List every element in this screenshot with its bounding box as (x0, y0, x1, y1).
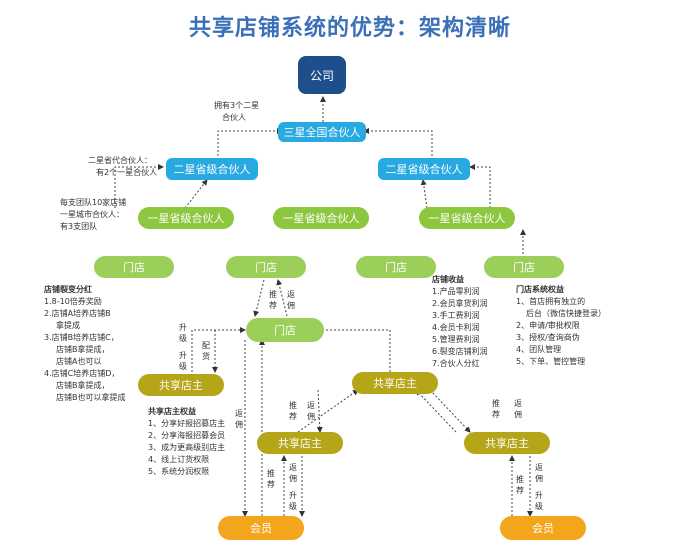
label-rebate: 返佣 (514, 399, 522, 419)
three-star-note: 拥有3个二星 合伙人 (214, 100, 259, 124)
note-heading: 共享店主权益 (148, 407, 196, 416)
note-line: 二星省代合伙人： (88, 156, 152, 165)
note-heading: 门店系统权益 (516, 285, 564, 294)
label-rebate: 返佣 (235, 409, 243, 429)
label-upgrade: 升级 (179, 323, 187, 343)
note-line: 3、授权/查询商伪 (516, 333, 580, 342)
store-node-3: 门店 (356, 256, 436, 278)
one-star-partner-right-node: 一星省级合伙人 (419, 207, 515, 229)
label-recommend: 推荐 (516, 475, 524, 495)
note-line: 2.会员拿货利润 (432, 299, 488, 308)
share-owner-lower-mid-node: 共享店主 (257, 432, 343, 454)
note-line: 店铺B拿提成， (56, 381, 110, 390)
note-line: 一星城市合伙人： (60, 210, 124, 219)
note-line: 有3支团队 (60, 222, 98, 231)
label-recommend: 推荐 (289, 401, 297, 421)
note-line: 5、下单、管控管理 (516, 357, 586, 366)
note-line: 店铺B也可以拿提成 (56, 393, 126, 402)
store-income-note: 店铺收益 1.产品零利润 2.会员拿货利润 3.手工费利润 4.会员卡利润 5.… (432, 274, 488, 370)
label-rebate: 返佣 (535, 463, 543, 483)
label-deliver: 配货 (202, 341, 210, 361)
member-right-node: 会员 (500, 516, 586, 540)
share-owner-center-node: 共享店主 (352, 372, 438, 394)
note-line: 1、分享好报招募店主 (148, 419, 226, 428)
note-line: 3.手工费利润 (432, 311, 480, 320)
label-rebate: 返佣 (307, 401, 315, 421)
label-recommend: 推荐 (267, 469, 275, 489)
label-upgrade: 升级 (535, 491, 543, 511)
note-heading: 店铺裂变分红 (44, 285, 92, 294)
note-line: 后台（微信快捷登录） (526, 309, 606, 318)
label-recommend: 推荐 (269, 290, 277, 310)
share-owner-left-node: 共享店主 (138, 374, 224, 396)
two-star-note: 二星省代合伙人： 有2个一星合伙人 (88, 155, 157, 179)
one-star-note: 每支团队10家店铺 一星城市合伙人： 有3支团队 (60, 197, 126, 233)
label-upgrade: 升级 (289, 491, 297, 511)
note-line: 每支团队10家店铺 (60, 198, 127, 207)
note-line: 拥有3个二星 (214, 101, 260, 110)
note-line: 合伙人 (222, 113, 246, 122)
note-line: 有2个一星合伙人 (96, 168, 158, 177)
note-line: 4、线上订货权限 (148, 455, 210, 464)
label-recommend: 推荐 (492, 399, 500, 419)
note-line: 店铺B拿提成， (56, 345, 110, 354)
label-rebate: 返佣 (289, 463, 297, 483)
store-node-4: 门店 (484, 256, 564, 278)
two-star-partner-right-node: 二星省级合伙人 (378, 158, 470, 180)
note-line: 1.8-10倍券奖励 (44, 297, 102, 306)
note-line: 5.管理费利润 (432, 335, 480, 344)
store-fission-note: 店铺裂变分红 1.8-10倍券奖励 2.店铺A培养店铺B 拿提成 3.店铺B培养… (44, 284, 126, 404)
store-node-2: 门店 (226, 256, 306, 278)
note-line: 6.裂变店铺利润 (432, 347, 488, 356)
store-node-1: 门店 (94, 256, 174, 278)
note-line: 7.合伙人分红 (432, 359, 480, 368)
share-owner-lower-right-node: 共享店主 (464, 432, 550, 454)
note-line: 3.店铺B培养店铺C， (44, 333, 119, 342)
note-line: 2、申请/审批权限 (516, 321, 580, 330)
note-line: 4.店铺C培养店铺D， (44, 369, 120, 378)
note-line: 3、成为更高级别店主 (148, 443, 226, 452)
note-line: 4.会员卡利润 (432, 323, 480, 332)
three-star-partner-node: 三星全国合伙人 (278, 122, 366, 142)
one-star-partner-mid-node: 一星省级合伙人 (273, 207, 369, 229)
one-star-partner-left-node: 一星省级合伙人 (138, 207, 234, 229)
page-title: 共享店铺系统的优势：架构清晰 (188, 16, 511, 41)
note-line: 2、分享海报招募会员 (148, 431, 226, 440)
label-rebate: 返佣 (287, 290, 295, 310)
two-star-partner-left-node: 二星省级合伙人 (166, 158, 258, 180)
note-line: 1、首店拥有独立的 (516, 297, 586, 306)
member-left-node: 会员 (218, 516, 304, 540)
note-line: 1.产品零利润 (432, 287, 480, 296)
note-line: 拿提成 (56, 321, 80, 330)
store-center-node: 门店 (246, 318, 324, 342)
store-system-rights-note: 门店系统权益 1、首店拥有独立的 后台（微信快捷登录） 2、申请/审批权限 3、… (516, 284, 606, 368)
note-line: 2.店铺A培养店铺B (44, 309, 111, 318)
note-line: 4、团队管理 (516, 345, 562, 354)
note-line: 5、系统分润权限 (148, 467, 210, 476)
company-node: 公司 (298, 56, 346, 94)
label-upgrade: 升级 (179, 351, 187, 371)
note-line: 店铺A也可以 (56, 357, 102, 366)
share-owner-rights-note: 共享店主权益 1、分享好报招募店主 2、分享海报招募会员 3、成为更高级别店主 … (148, 406, 225, 478)
note-heading: 店铺收益 (432, 275, 464, 284)
